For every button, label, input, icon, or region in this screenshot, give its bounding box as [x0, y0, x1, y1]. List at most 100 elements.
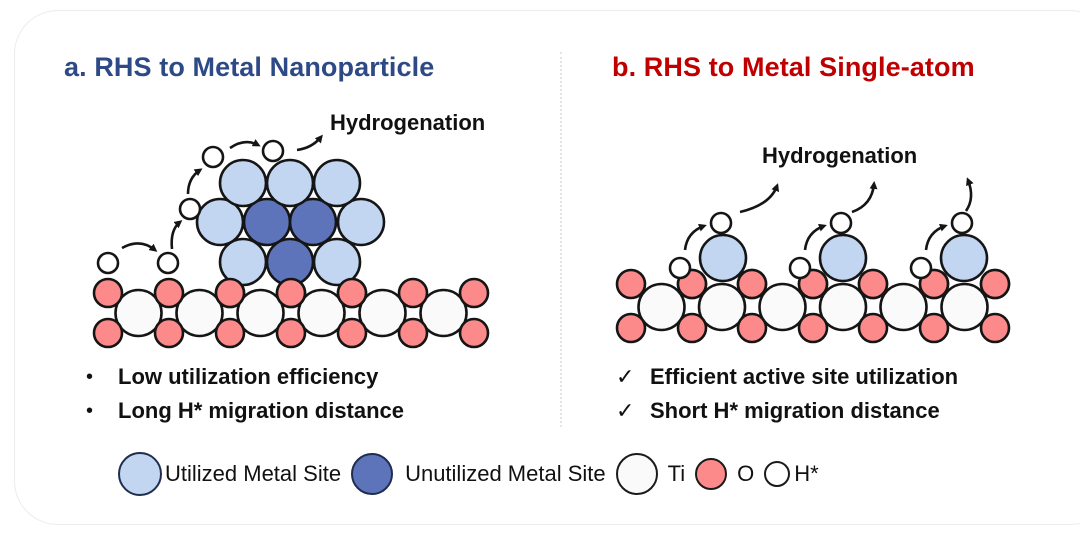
ti-atom: [940, 282, 989, 332]
bullet-text: Long H* migration distance: [118, 398, 405, 423]
bullet-text: Low utilization efficiency: [118, 364, 379, 389]
migration-arrow-icon: [964, 177, 974, 212]
o-atom: [275, 317, 307, 349]
utilized-metal-atom: [312, 237, 362, 287]
ti-atom: [175, 288, 224, 338]
o-atom: [275, 277, 307, 309]
o-atom: [397, 317, 429, 349]
o-atom: [857, 312, 889, 344]
ti-atom: [114, 288, 163, 338]
ti-atom-swatch-icon: [615, 453, 658, 495]
legend-label-utilized: Utilized Metal Site: [165, 461, 342, 486]
o-atom: [92, 317, 124, 349]
h-atom: [201, 145, 225, 169]
o-atom: [92, 277, 124, 309]
ti-atom: [697, 282, 747, 332]
bullet-dot-icon: •: [86, 366, 94, 388]
o-atom: [979, 268, 1011, 300]
panel-a-title: a. RHS to Metal Nanoparticle: [64, 52, 435, 82]
utilized-single-atom: [818, 233, 868, 283]
panel-b-hydrogenation-label: Hydrogenation: [762, 143, 918, 168]
o-atom: [736, 312, 768, 344]
o-atom: [979, 312, 1011, 344]
utilized-metal-atom: [336, 197, 386, 247]
o-atom: [336, 277, 368, 309]
utilized-metal-atom: [218, 158, 268, 208]
h-atom: [96, 251, 120, 275]
migration-arrow-icon: [121, 242, 158, 252]
h-atom: [668, 256, 692, 280]
bullet-item: • Low utilization efficiency: [86, 360, 404, 394]
ti-atom: [358, 288, 407, 338]
h-atom: [909, 256, 933, 280]
legend: Utilized Metal Site Unutilized Metal Sit…: [118, 452, 819, 496]
ti-atom: [236, 288, 285, 338]
ti-atom: [818, 282, 868, 332]
migration-arrow-icon: [739, 183, 780, 214]
migration-arrow-icon: [296, 134, 323, 152]
o-atom: [397, 277, 429, 309]
panel-b-bullets: ✓ Efficient active site utilization ✓ Sh…: [616, 360, 958, 428]
h-atom: [178, 197, 202, 221]
migration-arrow-icon: [229, 139, 261, 150]
h-atom: [788, 256, 812, 280]
o-atom: [676, 312, 708, 344]
panel-b-title: b. RHS to Metal Single-atom: [612, 52, 975, 82]
o-atom: [857, 268, 889, 300]
h-atom: [829, 211, 853, 235]
migration-arrow-icon: [803, 223, 827, 251]
ti-atom: [879, 282, 928, 332]
bullet-item: • Long H* migration distance: [86, 394, 404, 428]
o-atom: [918, 312, 950, 344]
o-atom: [153, 277, 185, 309]
utilized-metal-atom: [265, 158, 315, 208]
o-atom: [458, 277, 490, 309]
unutilized-metal-site-swatch-icon: [351, 453, 394, 495]
migration-arrow-icon: [186, 168, 203, 195]
h-atom: [156, 251, 180, 275]
o-atom-swatch-icon: [695, 458, 728, 490]
o-atom: [153, 317, 185, 349]
ti-atom: [419, 288, 468, 338]
o-atom: [736, 268, 768, 300]
checkmark-icon: ✓: [616, 364, 635, 389]
h-atom-swatch-icon: [764, 461, 791, 487]
legend-label-h: H*: [794, 461, 819, 486]
h-atom: [261, 139, 285, 163]
legend-label-unutilized: Unutilized Metal Site: [405, 461, 606, 486]
o-atom: [214, 277, 246, 309]
bullet-item: ✓ Efficient active site utilization: [616, 360, 958, 394]
utilized-single-atom: [698, 233, 748, 283]
o-atom: [458, 317, 490, 349]
h-atom: [950, 211, 974, 235]
utilized-metal-atom: [312, 158, 362, 208]
o-atom: [214, 317, 246, 349]
panel-a-bullets: • Low utilization efficiency • Long H* m…: [86, 360, 404, 428]
h-atom: [709, 211, 733, 235]
panel-a-structure: [92, 134, 490, 349]
legend-label-o: O: [737, 461, 755, 486]
migration-arrow-icon: [851, 181, 878, 214]
migration-arrow-icon: [170, 220, 183, 250]
o-atom: [797, 312, 829, 344]
panel-b-structure: [615, 177, 1011, 344]
panel-a-hydrogenation-label: Hydrogenation: [330, 110, 486, 135]
checkmark-icon: ✓: [616, 398, 635, 423]
o-atom: [615, 268, 647, 300]
panel-divider: [560, 52, 562, 427]
o-atom: [615, 312, 647, 344]
ti-atom: [758, 282, 807, 332]
migration-arrow-icon: [924, 223, 948, 251]
o-atom: [336, 317, 368, 349]
figure-card: [14, 10, 1080, 525]
legend-label-ti: Ti: [667, 461, 686, 486]
bullet-item: ✓ Short H* migration distance: [616, 394, 958, 428]
unutilized-metal-atom: [288, 197, 338, 247]
ti-atom: [637, 282, 686, 332]
bullet-text: Short H* migration distance: [650, 398, 940, 423]
bullet-text: Efficient active site utilization: [650, 364, 959, 389]
utilized-single-atom: [939, 233, 989, 283]
ti-atom: [297, 288, 346, 338]
migration-arrow-icon: [683, 223, 707, 251]
